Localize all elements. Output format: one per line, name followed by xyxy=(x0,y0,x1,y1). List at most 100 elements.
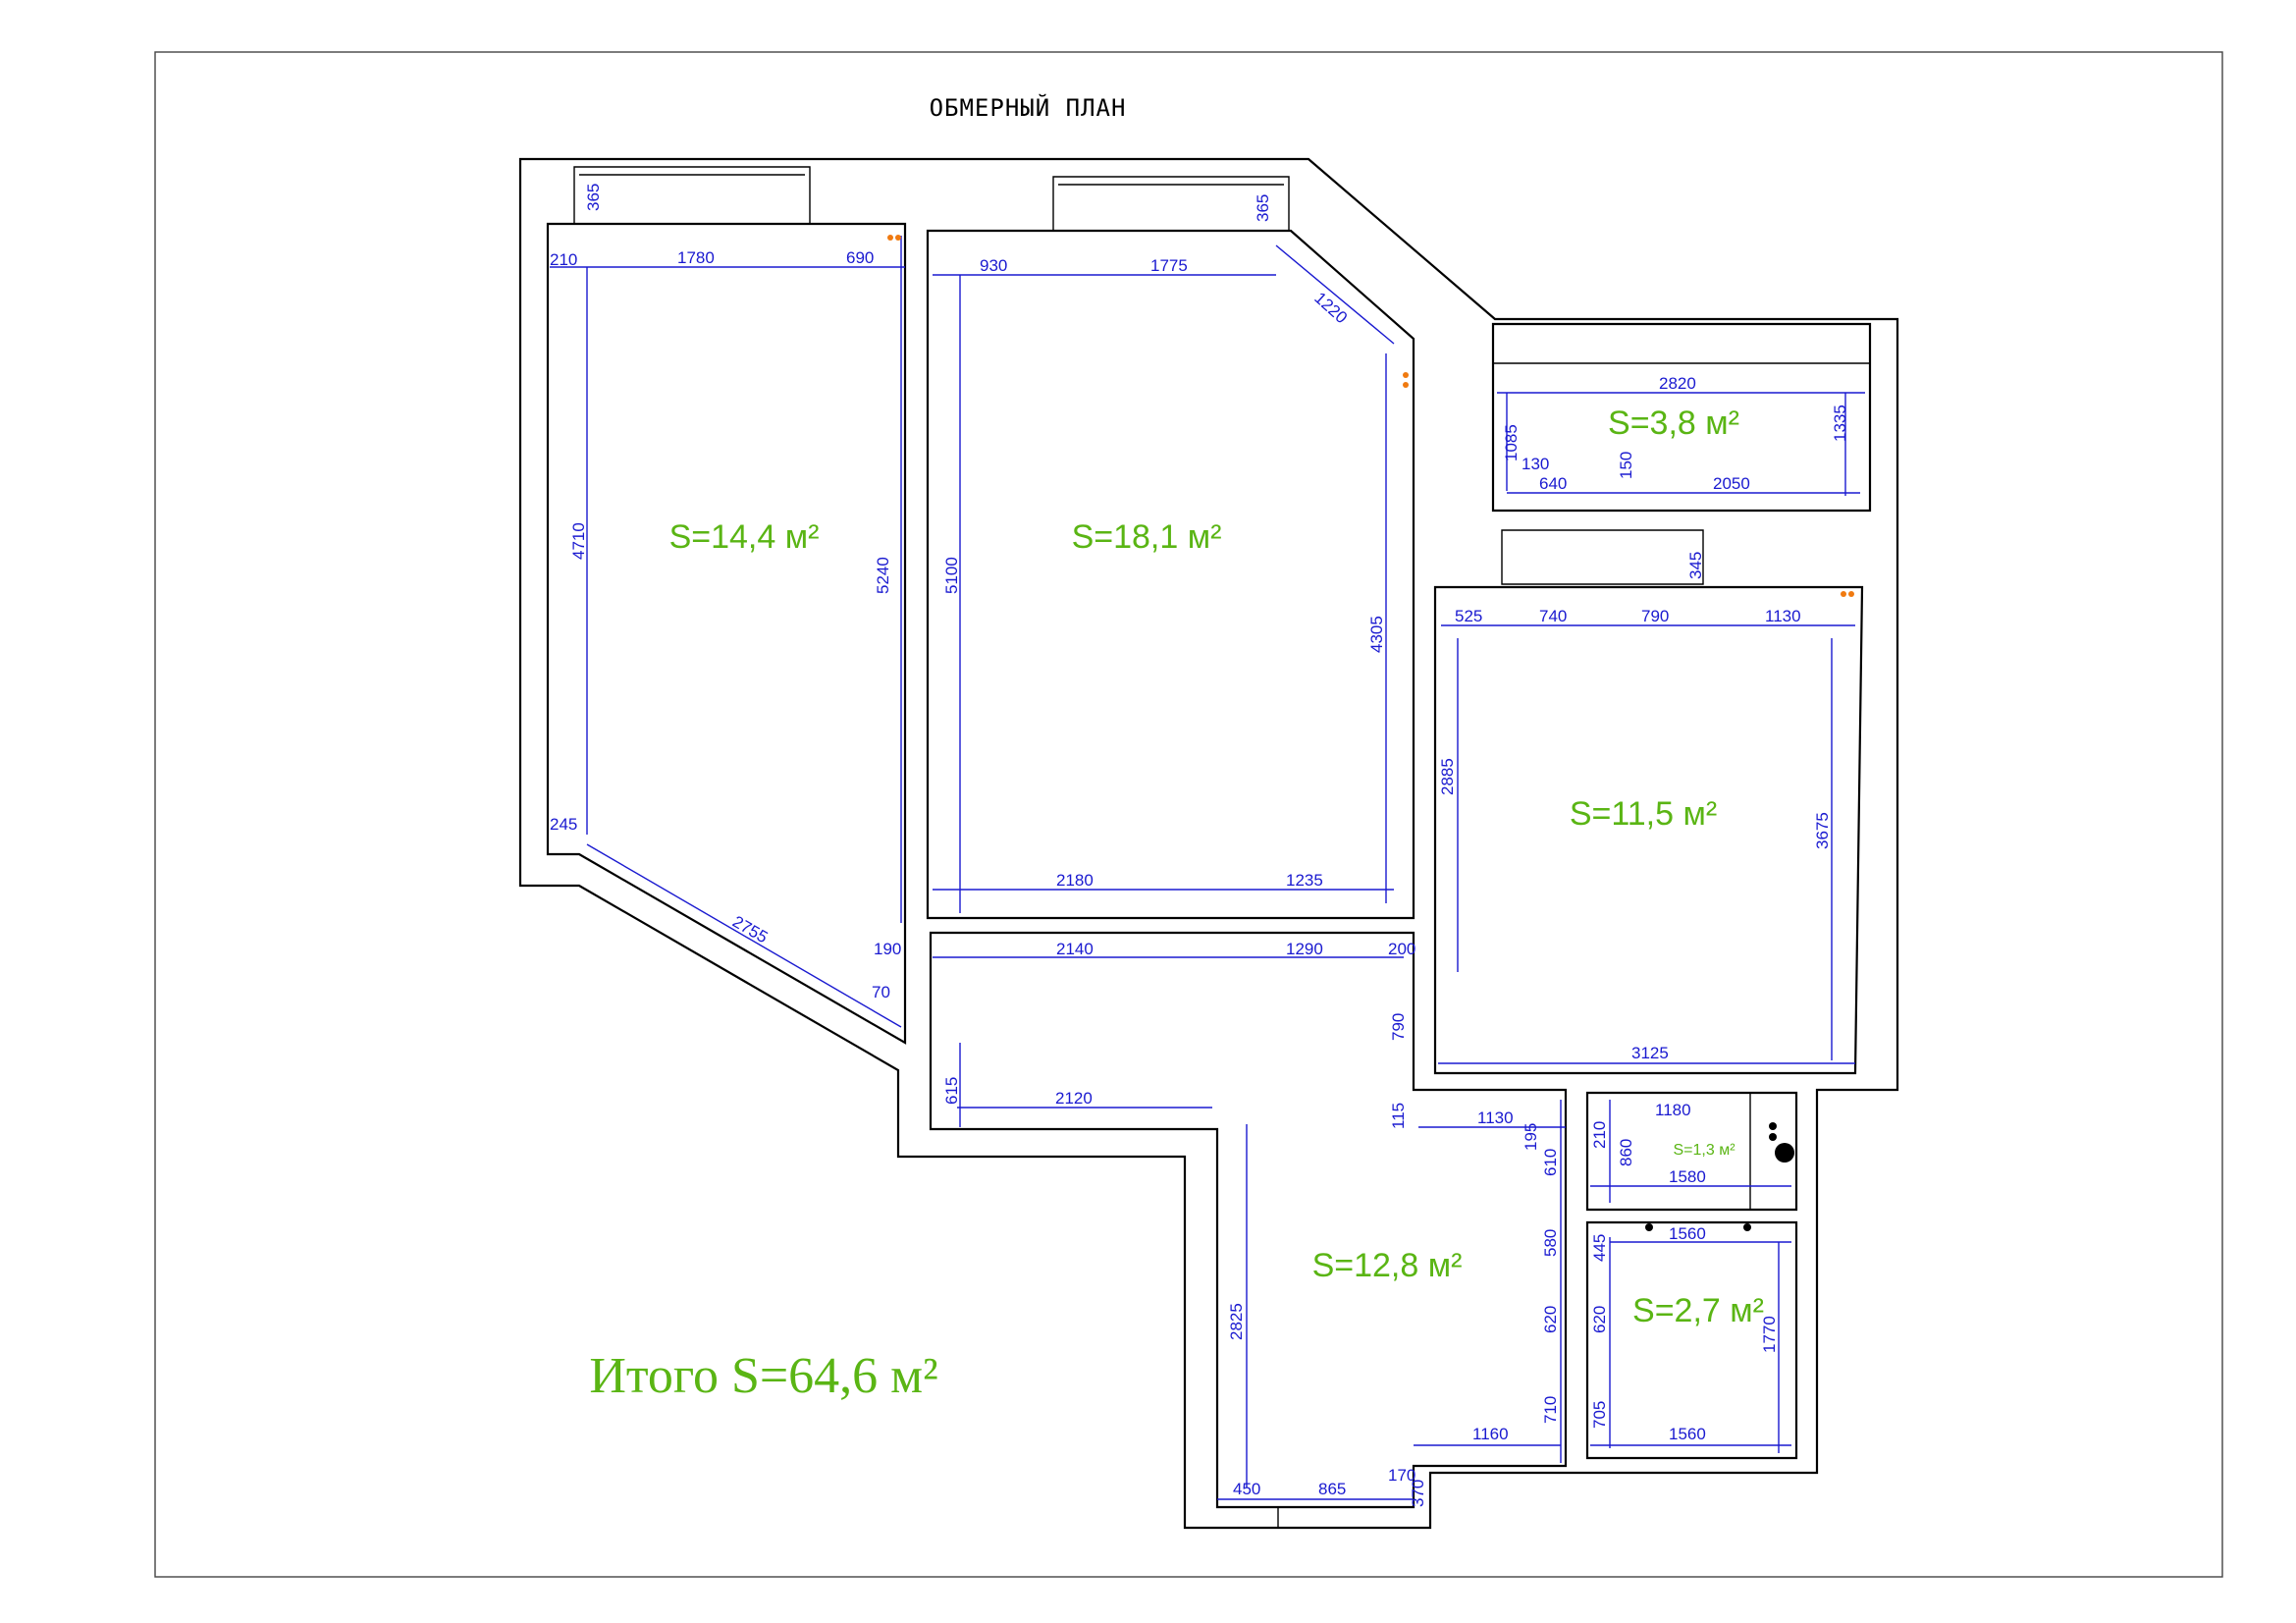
dim-label: 195 xyxy=(1522,1123,1540,1151)
dim-label: 365 xyxy=(1254,194,1272,222)
dim-label: 445 xyxy=(1590,1234,1609,1262)
dim-label: 1560 xyxy=(1669,1425,1706,1443)
hallway-wall xyxy=(929,931,1568,1509)
room-11-5-wall xyxy=(1433,585,1864,1075)
room-area-labels: S=14,4 м² S=18,1 м² S=3,8 м² S=11,5 м² S… xyxy=(669,405,1764,1329)
plan-title: ОБМЕРНЫЙ ПЛАН xyxy=(930,93,1127,122)
dim-label: 2885 xyxy=(1438,758,1457,795)
total-area: Итого S=64,6 м² xyxy=(589,1348,937,1404)
dim-label: 365 xyxy=(584,184,603,211)
riser-pipe-small xyxy=(1645,1223,1653,1231)
dim-label: 2180 xyxy=(1056,871,1094,890)
dim-label: 710 xyxy=(1541,1396,1560,1424)
outlet-dot xyxy=(1848,591,1854,597)
dim-label: 2120 xyxy=(1055,1089,1093,1108)
room-area-label: S=14,4 м² xyxy=(669,518,820,556)
dim-label: 450 xyxy=(1233,1480,1260,1498)
dim-label: 2820 xyxy=(1659,374,1696,393)
room-area-label: S=2,7 м² xyxy=(1632,1292,1764,1329)
dim-label: 615 xyxy=(942,1077,961,1105)
dim-label: 1290 xyxy=(1286,940,1323,958)
dim-label: 3125 xyxy=(1631,1044,1669,1062)
window-niche-2 xyxy=(1052,176,1290,231)
dim-label: 610 xyxy=(1541,1149,1560,1176)
outlet-markers xyxy=(887,235,1854,1231)
dim-label: 245 xyxy=(550,815,577,834)
dim-label: 5100 xyxy=(942,557,961,594)
room-area-label: S=3,8 м² xyxy=(1608,405,1739,442)
dim-label: 580 xyxy=(1541,1229,1560,1257)
riser-pipe-small xyxy=(1743,1223,1751,1231)
dim-label: 115 xyxy=(1389,1103,1408,1129)
dim-label: 5240 xyxy=(874,557,892,594)
outlet-dot xyxy=(1403,372,1409,378)
dim-label: 620 xyxy=(1541,1306,1560,1333)
dim-label: 1130 xyxy=(1477,1109,1514,1127)
window-niche-1 xyxy=(573,166,811,224)
dim-label: 210 xyxy=(1590,1121,1609,1149)
dim-label: 865 xyxy=(1318,1480,1346,1498)
dim-label: 1560 xyxy=(1669,1224,1706,1243)
dim-label: 1770 xyxy=(1760,1316,1779,1353)
dim-label: 150 xyxy=(1617,452,1635,479)
walls xyxy=(518,157,1899,1530)
dim-label: 210 xyxy=(550,250,577,269)
riser-pipe-small xyxy=(1769,1122,1777,1130)
balcony-wall xyxy=(1491,322,1872,513)
outlet-dot xyxy=(887,235,893,241)
sheet-frame xyxy=(154,51,2223,1578)
dim-label: 1580 xyxy=(1669,1167,1706,1186)
dim-label: 1085 xyxy=(1502,424,1521,461)
riser-pipe xyxy=(1775,1143,1794,1163)
dim-label: 4710 xyxy=(569,522,588,560)
riser-pipe-small xyxy=(1769,1133,1777,1141)
outlet-dot xyxy=(1841,591,1846,597)
dim-label: 170 xyxy=(1388,1466,1415,1485)
dim-label: 705 xyxy=(1590,1401,1609,1429)
dimension-lines xyxy=(550,236,1865,1500)
dim-label: 370 xyxy=(1409,1480,1427,1507)
dim-label: 1130 xyxy=(1765,607,1801,625)
dim-label: 2825 xyxy=(1227,1303,1246,1340)
room-area-label: S=18,1 м² xyxy=(1072,518,1222,556)
dim-label: 620 xyxy=(1590,1306,1609,1333)
dimension-labels: 365 210 1780 690 4710 5240 245 2755 190 … xyxy=(550,184,1849,1507)
dim-label: 930 xyxy=(980,256,1007,275)
dim-label: 640 xyxy=(1539,474,1567,493)
room-area-label: S=1,3 м² xyxy=(1673,1142,1735,1159)
dim-label: 860 xyxy=(1617,1139,1635,1166)
dim-label: 525 xyxy=(1455,607,1482,625)
dim-label: 3675 xyxy=(1813,812,1832,849)
dim-label: 1335 xyxy=(1831,405,1849,442)
dim-label: 2050 xyxy=(1713,474,1750,493)
bath-wall xyxy=(1585,1220,1798,1460)
dim-label: 4305 xyxy=(1367,616,1386,653)
dim-label: 130 xyxy=(1522,455,1549,473)
balcony-door xyxy=(1501,529,1704,585)
outlet-dot xyxy=(1403,382,1409,388)
dim-label: 790 xyxy=(1389,1013,1408,1041)
dim-label: 190 xyxy=(874,940,901,958)
room-18-1-wall xyxy=(926,229,1415,920)
dim-label: 345 xyxy=(1686,552,1705,579)
dim-label: 1235 xyxy=(1286,871,1323,890)
dim-label: 2755 xyxy=(729,912,771,947)
dim-label: 1780 xyxy=(677,248,715,267)
dim-label: 690 xyxy=(846,248,874,267)
outlet-dot xyxy=(895,235,901,241)
dim-label: 740 xyxy=(1539,607,1567,625)
dim-label: 70 xyxy=(872,983,890,1001)
dim-label: 2140 xyxy=(1056,940,1094,958)
dim-label: 1160 xyxy=(1472,1425,1509,1443)
dim-label: 1775 xyxy=(1150,256,1188,275)
dim-label: 1180 xyxy=(1655,1101,1691,1119)
wc-wall xyxy=(1585,1091,1798,1212)
room-area-label: S=12,8 м² xyxy=(1312,1247,1463,1284)
dim-label: 200 xyxy=(1388,940,1415,958)
dim-label: 1220 xyxy=(1310,289,1351,327)
outer-wall xyxy=(518,157,1899,1530)
dim-label: 790 xyxy=(1641,607,1669,625)
room-14-4-wall xyxy=(546,222,907,1045)
room-area-label: S=11,5 м² xyxy=(1570,795,1717,833)
